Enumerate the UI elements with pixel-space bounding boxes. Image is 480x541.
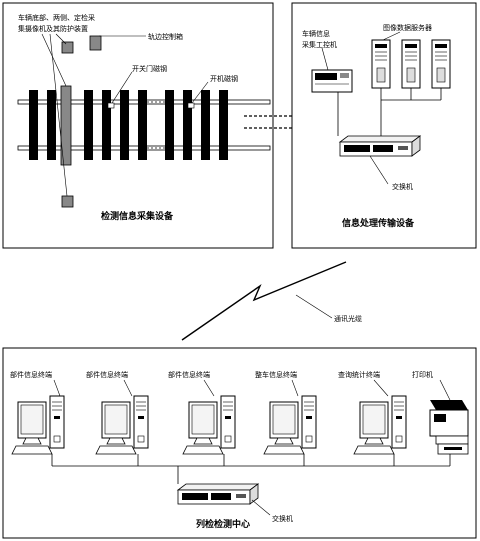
fiber-label: 通讯光缆 — [334, 314, 362, 323]
processing-switch-label: 交换机 — [392, 182, 413, 191]
camera-bottom — [61, 195, 74, 208]
center-panel: 部件信息终端 部件信息终端 部件信息终端 整车信息终端 查询统计终端 打印机 — [2, 347, 477, 539]
control-pc-label-line1: 车辆信息 — [302, 29, 330, 38]
image-server-2 — [401, 39, 421, 89]
sleepers — [29, 90, 228, 160]
printer — [429, 400, 469, 455]
camera-top — [61, 41, 74, 54]
track-controller-box — [89, 35, 102, 51]
image-server-3 — [431, 39, 451, 89]
gate-magnet — [107, 102, 115, 109]
gate-magnet-label: 开关门磁钢 — [132, 64, 167, 73]
processing-title: 信息处理传输设备 — [342, 217, 415, 229]
printer-label: 打印机 — [412, 370, 433, 379]
image-server-label: 图像数据服务器 — [383, 23, 432, 32]
start-magnet — [187, 102, 195, 109]
center-switch — [177, 483, 259, 505]
terminal-label-2: 部件信息终端 — [86, 370, 128, 379]
acquisition-title: 检测信息采集设备 — [101, 210, 174, 222]
terminal-4 — [263, 395, 317, 455]
acquisition-panel: 车辆底部、两侧、定检采 集摄像机及其防护装置 轨边控制箱 开关门磁钢 开机磁钢 … — [2, 2, 274, 249]
start-magnet-label: 开机磁钢 — [210, 74, 238, 83]
terminal-label-4: 整车信息终端 — [255, 370, 297, 379]
terminal-1 — [11, 395, 65, 455]
camera-label-line1: 车辆底部、两侧、定检采 — [18, 13, 95, 22]
center-switch-label: 交换机 — [272, 514, 293, 523]
image-server-1 — [371, 39, 391, 89]
terminal-label-5: 查询统计终端 — [338, 370, 380, 379]
control-pc — [311, 69, 353, 93]
processing-switch — [339, 135, 421, 157]
processing-panel: 车辆信息 采集工控机 图像数据服务器 交换机 信息处理传输设备 — [291, 2, 477, 249]
terminal-2 — [95, 395, 149, 455]
terminal-3 — [182, 395, 236, 455]
camera-label-line2: 集摄像机及其防护装置 — [18, 24, 88, 33]
terminal-5 — [353, 395, 407, 455]
terminal-label-3: 部件信息终端 — [168, 370, 210, 379]
track-controller-label: 轨边控制箱 — [148, 32, 183, 41]
terminal-label-1: 部件信息终端 — [10, 370, 52, 379]
fiber-link: 通讯光缆 — [181, 261, 362, 341]
control-pc-label-line2: 采集工控机 — [302, 40, 337, 49]
center-title: 列检检测中心 — [196, 518, 250, 530]
